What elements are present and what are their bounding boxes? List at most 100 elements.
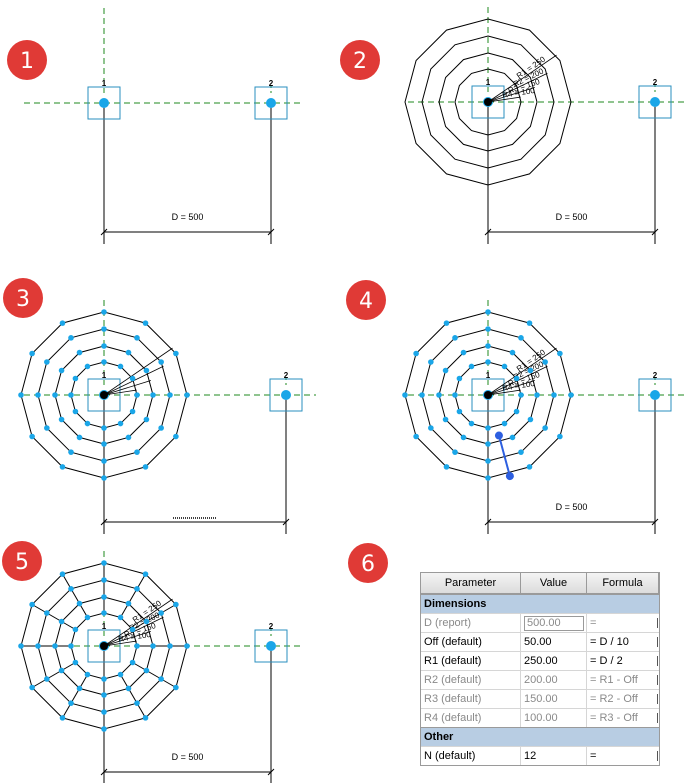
vertex-point[interactable]: [443, 464, 450, 470]
vertex-point[interactable]: [58, 667, 65, 674]
vertex-point[interactable]: [143, 367, 150, 374]
vertex-point[interactable]: [134, 586, 140, 592]
ref-point-dot[interactable]: [266, 98, 276, 108]
vertex-point[interactable]: [413, 433, 419, 440]
vertex-point[interactable]: [485, 309, 491, 315]
vertex-point[interactable]: [557, 433, 563, 440]
handle-point[interactable]: [494, 431, 503, 440]
vertex-point[interactable]: [76, 600, 83, 607]
vertex-point[interactable]: [428, 359, 434, 365]
vertex-point[interactable]: [35, 643, 41, 649]
vertex-point[interactable]: [101, 560, 107, 566]
vertex-point[interactable]: [129, 626, 136, 633]
vertex-point[interactable]: [68, 700, 74, 706]
vertex-point[interactable]: [509, 349, 516, 356]
vertex-point[interactable]: [101, 577, 107, 583]
param-value[interactable]: 50.00: [521, 633, 587, 651]
param-value[interactable]: 250.00: [521, 652, 587, 670]
vertex-point[interactable]: [158, 359, 164, 365]
vertex-point[interactable]: [551, 392, 557, 398]
vertex-point[interactable]: [84, 614, 91, 621]
vertex-point[interactable]: [72, 408, 79, 415]
vertex-point[interactable]: [44, 359, 50, 365]
vertex-point[interactable]: [101, 309, 107, 315]
vertex-point[interactable]: [173, 601, 179, 608]
table-row[interactable]: R1 (default)250.00= D / 2: [421, 651, 659, 670]
vertex-point[interactable]: [413, 350, 419, 357]
vertex-point[interactable]: [101, 475, 107, 481]
vertex-point[interactable]: [117, 363, 124, 370]
vertex-point[interactable]: [485, 343, 491, 349]
vertex-point[interactable]: [72, 375, 79, 382]
vertex-point[interactable]: [68, 586, 74, 592]
vertex-point[interactable]: [184, 392, 190, 398]
vertex-point[interactable]: [125, 434, 132, 441]
vertex-point[interactable]: [526, 464, 533, 470]
vertex-point[interactable]: [485, 359, 491, 365]
vertex-point[interactable]: [44, 610, 50, 616]
vertex-point[interactable]: [29, 601, 35, 608]
vertex-point[interactable]: [44, 425, 50, 431]
vertex-point[interactable]: [513, 375, 520, 382]
vertex-point[interactable]: [150, 643, 156, 649]
vertex-point[interactable]: [129, 375, 136, 382]
vertex-point[interactable]: [59, 715, 66, 721]
vertex-point[interactable]: [101, 326, 107, 332]
vertex-point[interactable]: [485, 441, 491, 447]
vertex-point[interactable]: [142, 320, 149, 326]
vertex-point[interactable]: [568, 392, 574, 398]
vertex-point[interactable]: [143, 416, 150, 423]
vertex-point[interactable]: [101, 458, 107, 464]
vertex-point[interactable]: [129, 408, 136, 415]
vertex-point[interactable]: [526, 320, 533, 326]
vertex-point[interactable]: [68, 392, 74, 398]
vertex-point[interactable]: [542, 359, 548, 365]
vertex-point[interactable]: [184, 643, 190, 649]
ref-point-dot[interactable]: [650, 97, 660, 107]
vertex-point[interactable]: [72, 626, 79, 633]
vertex-point[interactable]: [173, 433, 179, 440]
vertex-point[interactable]: [428, 425, 434, 431]
vertex-point[interactable]: [58, 416, 65, 423]
vertex-point[interactable]: [173, 350, 179, 357]
vertex-point[interactable]: [101, 594, 107, 600]
param-formula[interactable]: =: [587, 747, 659, 765]
vertex-point[interactable]: [485, 458, 491, 464]
vertex-point[interactable]: [142, 464, 149, 470]
vertex-point[interactable]: [167, 643, 173, 649]
param-value[interactable]: 200.00: [521, 671, 587, 689]
vertex-point[interactable]: [158, 610, 164, 616]
vertex-point[interactable]: [134, 335, 140, 341]
vertex-point[interactable]: [72, 659, 79, 666]
vertex-point[interactable]: [485, 475, 491, 481]
vertex-point[interactable]: [485, 326, 491, 332]
vertex-point[interactable]: [68, 449, 74, 455]
vertex-point[interactable]: [129, 659, 136, 666]
vertex-point[interactable]: [58, 367, 65, 374]
vertex-point[interactable]: [101, 692, 107, 698]
vertex-point[interactable]: [101, 676, 107, 682]
vertex-point[interactable]: [518, 449, 524, 455]
vertex-point[interactable]: [134, 449, 140, 455]
vertex-point[interactable]: [518, 335, 524, 341]
param-formula[interactable]: = R2 - Off: [587, 690, 659, 708]
vertex-point[interactable]: [101, 709, 107, 715]
vertex-point[interactable]: [527, 367, 534, 374]
ref-point-dot[interactable]: [99, 98, 109, 108]
vertex-point[interactable]: [84, 363, 91, 370]
vertex-point[interactable]: [143, 618, 150, 625]
vertex-point[interactable]: [68, 335, 74, 341]
vertex-point[interactable]: [18, 392, 24, 398]
vertex-point[interactable]: [468, 420, 475, 427]
vertex-point[interactable]: [158, 676, 164, 682]
vertex-point[interactable]: [402, 392, 408, 398]
vertex-point[interactable]: [125, 349, 132, 356]
vertex-point[interactable]: [557, 350, 563, 357]
vertex-point[interactable]: [518, 392, 524, 398]
param-formula[interactable]: = D / 10: [587, 633, 659, 651]
param-value[interactable]: 100.00: [521, 709, 587, 727]
vertex-point[interactable]: [468, 363, 475, 370]
vertex-point[interactable]: [117, 614, 124, 621]
param-value[interactable]: 500.00: [521, 614, 587, 632]
vertex-point[interactable]: [452, 335, 458, 341]
